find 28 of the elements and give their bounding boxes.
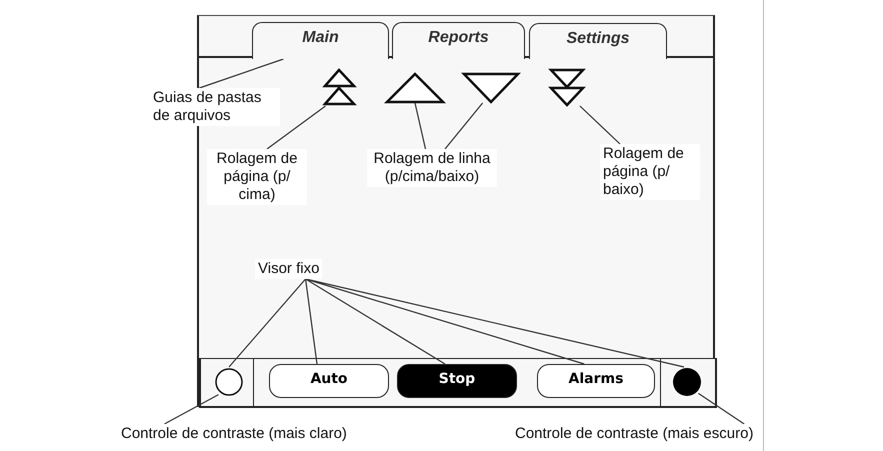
page-down-icon: [550, 68, 584, 106]
callout-text: Rolagem de página (p/ baixo): [600, 144, 700, 200]
mode-button: Auto: [269, 364, 389, 398]
leader-line: [414, 102, 426, 150]
callout-text: Rolagem de linha (p/cima/baixo): [367, 149, 497, 187]
leader-line: [305, 278, 446, 365]
line-down-icon: [463, 73, 519, 103]
contrast-dark-icon: [672, 367, 702, 397]
callout-text: Rolagem de página (p/ cima): [207, 149, 307, 205]
leader-line: [266, 106, 326, 150]
mode-button: Stop: [397, 364, 517, 398]
page-up-icon: [322, 69, 357, 106]
leader-line: [304, 278, 318, 364]
tab: Settings: [529, 23, 667, 59]
leader-line: [580, 106, 620, 144]
leader-line: [228, 278, 306, 368]
tab: Reports: [392, 22, 525, 59]
mode-button: Alarms: [537, 364, 655, 398]
contrast-light-icon: [214, 367, 244, 397]
line-up-icon: [386, 73, 444, 103]
callout-text: Visor fixo: [255, 259, 322, 279]
leader-line: [698, 392, 745, 424]
leader-line: [199, 58, 284, 89]
leader-line: [164, 394, 219, 425]
status-bar: [199, 358, 717, 408]
tab: Main: [252, 22, 389, 59]
leader-line: [444, 102, 484, 150]
leader-line: [305, 278, 684, 368]
